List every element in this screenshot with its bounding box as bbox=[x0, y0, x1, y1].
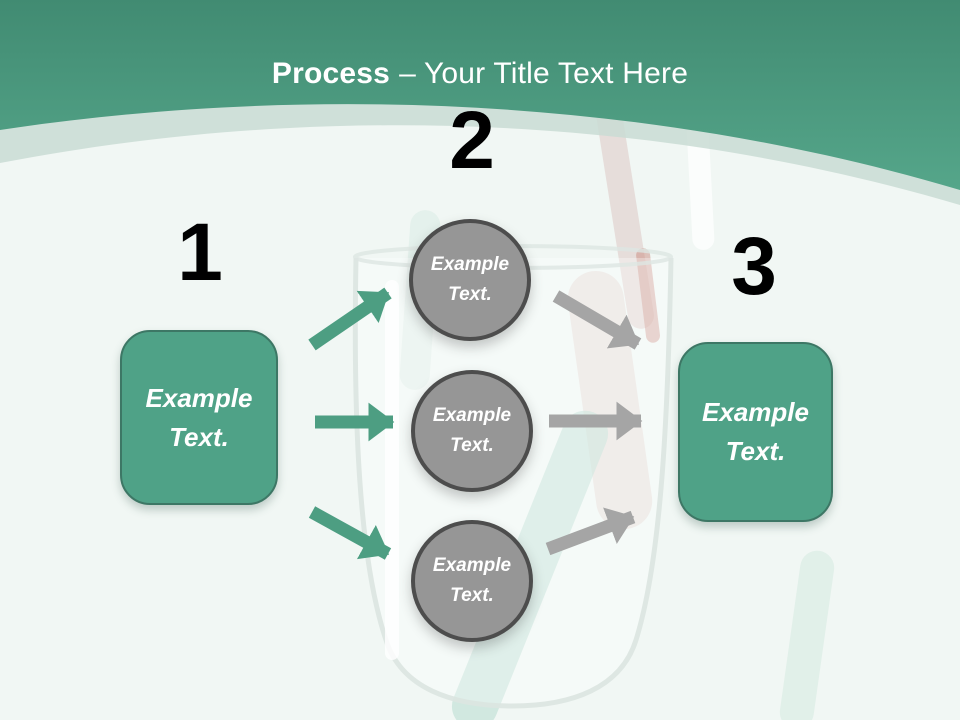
process-box-3: Example Text. bbox=[678, 342, 833, 522]
process-circle-2: Example Text. bbox=[411, 370, 533, 492]
header-band bbox=[0, 0, 960, 205]
arrow-box1-to-circle3 bbox=[308, 506, 392, 560]
step-number-1: 1 bbox=[177, 207, 223, 298]
process-circle-1: Example Text. bbox=[409, 219, 531, 341]
title-keyword: Process bbox=[271, 57, 391, 90]
title-subtitle: – Your Title Text Here bbox=[399, 57, 689, 90]
arrow-box1-to-circle1 bbox=[308, 287, 392, 351]
process-box-3-label: Example Text. bbox=[702, 397, 809, 466]
process-circle-3: Example Text. bbox=[411, 520, 533, 642]
slide-title: Process– Your Title Text Here bbox=[0, 57, 960, 91]
header-band-green-arc bbox=[0, 0, 960, 190]
step-number-3: 3 bbox=[731, 221, 777, 312]
arrow-circle3-to-box3 bbox=[545, 507, 636, 556]
step-number-2: 2 bbox=[449, 95, 495, 186]
arrow-circle1-to-box3 bbox=[552, 290, 642, 350]
process-circle-3-label: Example Text. bbox=[432, 554, 512, 606]
process-circle-2-label: Example Text. bbox=[432, 404, 512, 456]
process-box-1: Example Text. bbox=[120, 330, 278, 505]
process-box-1-label: Example Text. bbox=[145, 382, 253, 452]
process-circle-1-label: Example Text. bbox=[430, 253, 510, 305]
